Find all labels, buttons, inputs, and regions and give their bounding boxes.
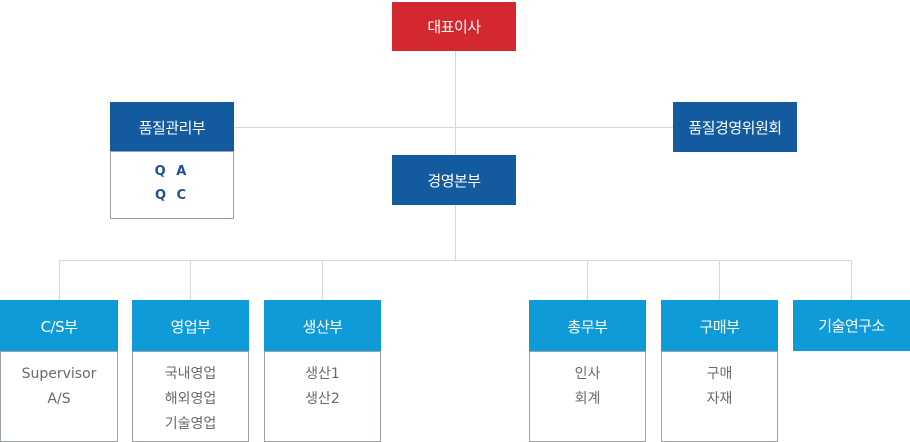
connector-drop-sales [190,260,191,300]
dept-item: 해외영업 [164,391,217,407]
dept-item: 구매 [706,366,733,382]
dept-general-box: 총무부 [529,300,646,352]
dept-sales-panel: 국내영업 해외영업 기술영업 [132,351,249,442]
hq-box: 경영본부 [392,155,516,205]
dept-item: 인사 [574,366,601,382]
connector-drop-cs [59,260,60,300]
connector-hq-down [455,205,456,260]
connector-horizontal-departments [59,260,852,261]
dept-item: A/S [47,391,71,407]
quality-mgmt-panel: Q A Q C [110,151,234,219]
dept-production-box: 생산부 [264,300,381,352]
dept-item: 국내영업 [164,366,217,382]
dept-purchasing-box: 구매부 [661,300,778,352]
dept-cs-panel: Supervisor A/S [0,351,118,442]
dept-item: 회계 [574,391,601,407]
dept-purchasing-panel: 구매 자재 [661,351,778,442]
dept-production-panel: 생산1 생산2 [264,351,381,442]
dept-cs-box: C/S부 [0,300,118,352]
dept-item: 생산2 [305,391,340,407]
dept-general-panel: 인사 회계 [529,351,646,442]
connector-ceo-hq [455,51,456,155]
connector-horizontal-staff [233,127,674,128]
connector-drop-rnd [851,260,852,300]
dept-item: 생산1 [305,366,340,382]
dept-item: 기술영업 [164,416,217,432]
quality-committee-box: 품질경영위원회 [673,102,797,152]
connector-drop-purchasing [719,260,720,300]
dept-sales-box: 영업부 [132,300,249,352]
connector-drop-general [587,260,588,300]
dept-item: Supervisor [21,366,97,382]
quality-item: Q C [154,188,190,203]
quality-item: Q A [154,164,190,179]
quality-mgmt-box: 품질관리부 [110,102,234,152]
connector-drop-production [322,260,323,300]
ceo-box: 대표이사 [392,2,516,51]
dept-item: 자재 [706,391,733,407]
dept-rnd-box: 기술연구소 [793,300,910,351]
